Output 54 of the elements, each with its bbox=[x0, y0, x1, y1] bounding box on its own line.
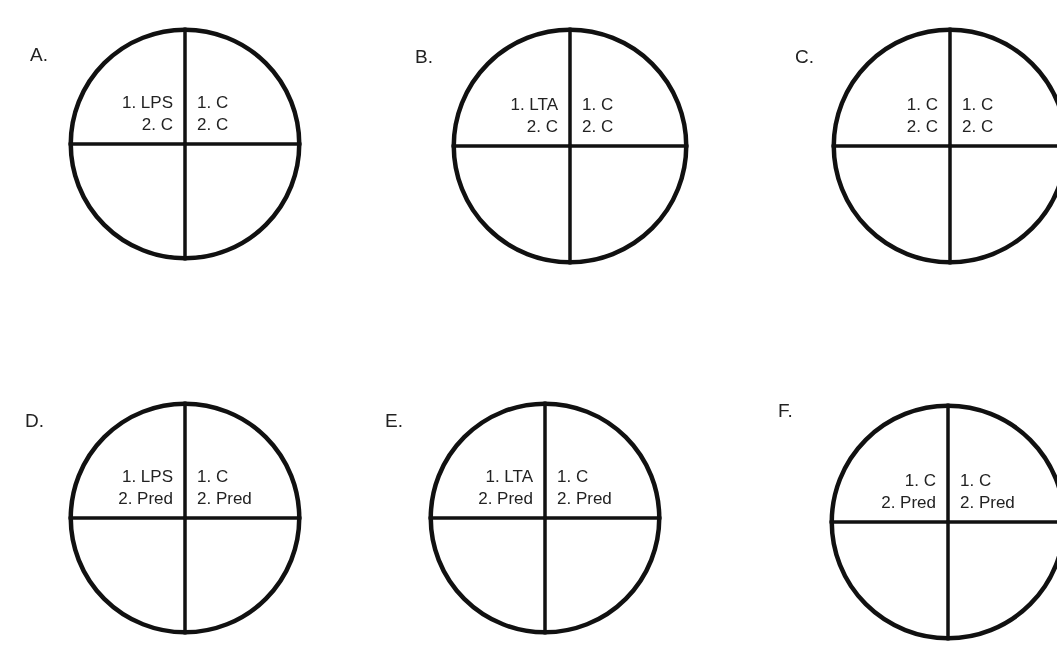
panel-letter: E. bbox=[385, 410, 403, 432]
quadrant bbox=[430, 518, 545, 633]
panel-letter: F. bbox=[778, 400, 793, 422]
panel-letter: B. bbox=[415, 46, 433, 68]
list-item: 1. C bbox=[557, 466, 589, 488]
list-item: 2. C bbox=[582, 116, 614, 138]
list-item: 2. C bbox=[526, 116, 558, 138]
quadrant bbox=[545, 518, 660, 633]
quadrant bbox=[950, 146, 1057, 263]
quadrant bbox=[185, 29, 300, 144]
list-item: 2. Pred bbox=[960, 492, 1015, 514]
quadrant bbox=[185, 518, 300, 633]
quadrant bbox=[948, 405, 1057, 522]
list-item: 1. C bbox=[960, 470, 992, 492]
quadrant bbox=[831, 522, 948, 639]
quadrant bbox=[545, 403, 660, 518]
quadrant bbox=[185, 403, 300, 518]
list-item: 2. C bbox=[906, 116, 938, 138]
panel-letter: C. bbox=[795, 46, 814, 68]
list-item: 1. C bbox=[904, 470, 936, 492]
quadrant bbox=[453, 146, 570, 263]
quadrant bbox=[833, 146, 950, 263]
quadrant bbox=[948, 522, 1057, 639]
quadrant bbox=[70, 518, 185, 633]
quadrant bbox=[70, 144, 185, 259]
quadrant bbox=[570, 29, 687, 146]
quadrant bbox=[430, 403, 545, 518]
list-item: 2. Pred bbox=[557, 488, 612, 510]
quadrant bbox=[833, 29, 950, 146]
quadrant bbox=[831, 405, 948, 522]
list-item: 1. C bbox=[906, 94, 938, 116]
list-item: 1. LTA bbox=[510, 94, 558, 116]
list-item: 2. C bbox=[141, 114, 173, 136]
quadrant bbox=[570, 146, 687, 263]
panel-letter: D. bbox=[25, 410, 44, 432]
list-item: 2. C bbox=[197, 114, 229, 136]
list-item: 1. C bbox=[582, 94, 614, 116]
list-item: 2. Pred bbox=[197, 488, 252, 510]
quadrant bbox=[70, 403, 185, 518]
list-item: 2. Pred bbox=[478, 488, 533, 510]
list-item: 1. C bbox=[962, 94, 994, 116]
quadrant bbox=[70, 29, 185, 144]
list-item: 1. C bbox=[197, 466, 229, 488]
quadrant bbox=[453, 29, 570, 146]
list-item: 1. LPS bbox=[121, 466, 173, 488]
list-item: 2. Pred bbox=[118, 488, 173, 510]
list-item: 1. LPS bbox=[121, 92, 173, 114]
quadrant bbox=[185, 144, 300, 259]
list-item: 2. C bbox=[962, 116, 994, 138]
quadrant bbox=[950, 29, 1057, 146]
list-item: 2. Pred bbox=[881, 492, 936, 514]
list-item: 1. C bbox=[197, 92, 229, 114]
panel-letter: A. bbox=[30, 44, 48, 66]
list-item: 1. LTA bbox=[485, 466, 533, 488]
